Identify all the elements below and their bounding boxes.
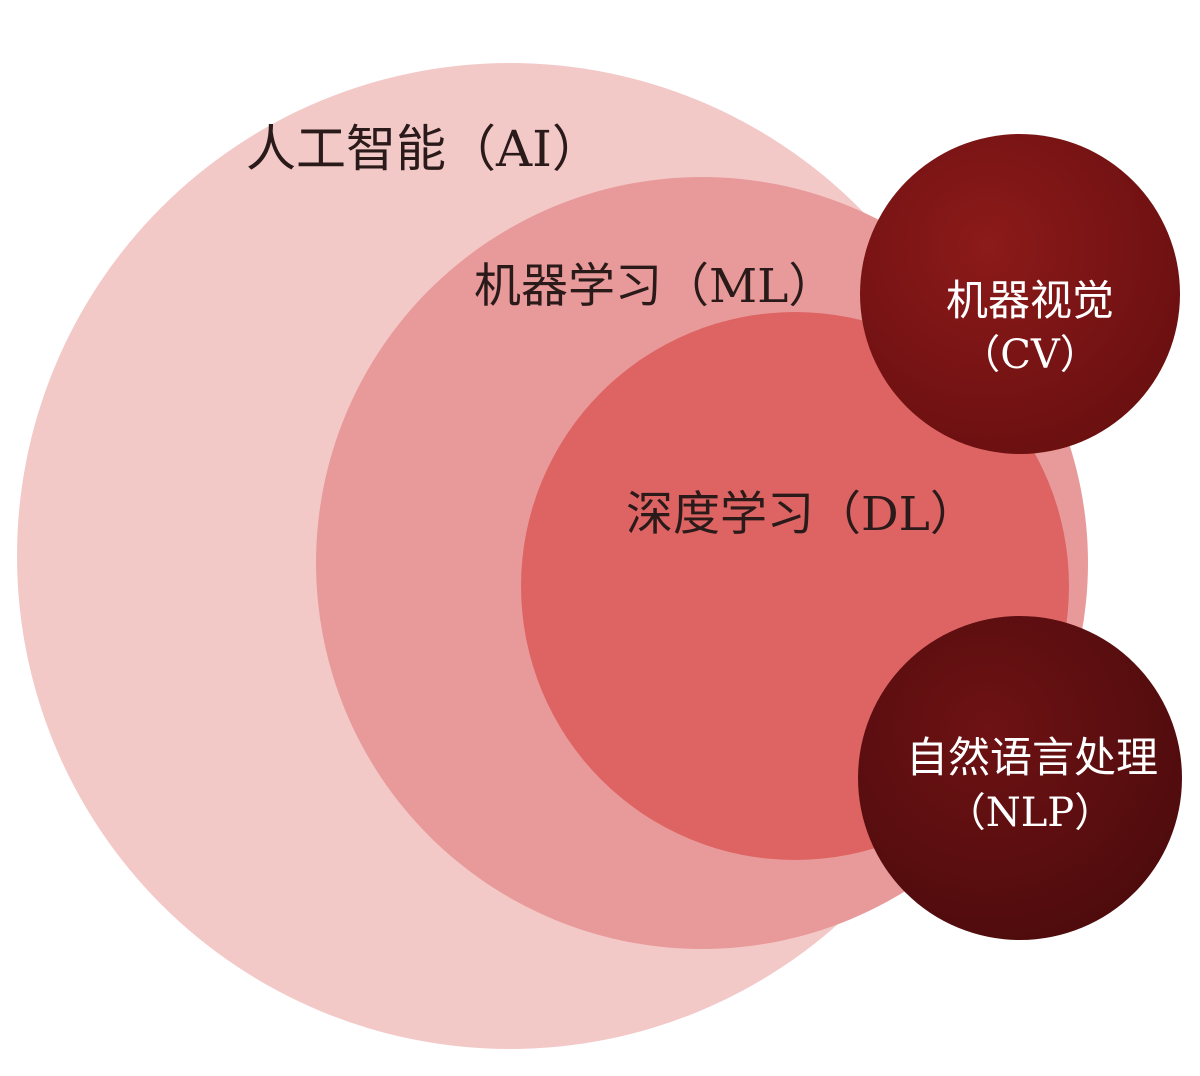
ai-label: 人工智能（AI） [246, 120, 602, 178]
nlp-circle [858, 616, 1182, 940]
cv-label-line1: 机器视觉 [946, 276, 1114, 325]
cv-label-line2: （CV） [960, 332, 1100, 378]
ml-label: 机器学习（ML） [474, 259, 835, 314]
nlp-label-line1: 自然语言处理 [906, 733, 1158, 782]
cv-circle [860, 134, 1180, 454]
dl-label: 深度学习（DL） [626, 487, 977, 542]
nlp-label-line2: （NLP） [946, 790, 1114, 836]
